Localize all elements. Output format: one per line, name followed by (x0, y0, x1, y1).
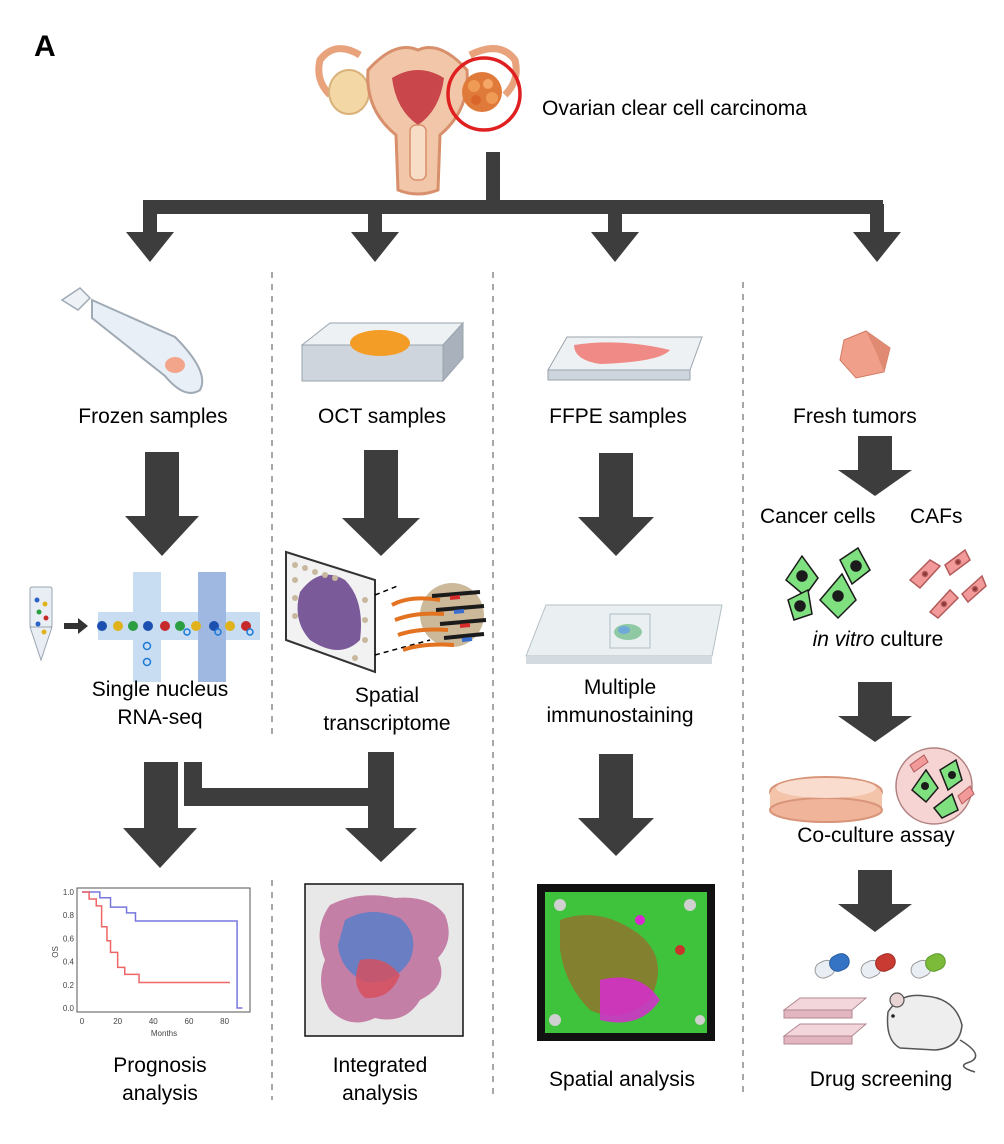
fresh-arrows (838, 436, 912, 932)
frozen-samples-label: Frozen samples (78, 405, 228, 428)
immunostaining-label-1: Multiple (583, 676, 657, 699)
immunostain-slide-icon (525, 604, 723, 664)
km-x-tick: 60 (185, 1017, 194, 1026)
km-y-tick: 0.8 (63, 911, 75, 920)
source-label: Ovarian clear cell carcinoma (542, 97, 807, 120)
prognosis-label-2: analysis (122, 1082, 198, 1105)
prognosis-label-1: Prognosis (113, 1054, 207, 1077)
fresh-tumor-icon (839, 330, 891, 379)
fresh-tumors-label: Fresh tumors (793, 405, 917, 428)
km-y-tick: 1.0 (63, 888, 75, 897)
in-vitro-italic: in vitro (812, 628, 875, 651)
snrna-label-1: Single nucleus (91, 678, 229, 701)
spatial-analysis-map (537, 884, 715, 1041)
km-y-tick: 0.6 (63, 934, 75, 943)
snrna-label-2: RNA-seq (117, 706, 203, 729)
culture-text: culture (874, 628, 944, 651)
ffpe-slide-icon (547, 336, 703, 381)
integrated-label-1: Integrated (332, 1054, 428, 1077)
spatial-slide-icon (285, 550, 487, 674)
oct-block-icon (300, 321, 465, 383)
ffpe-samples-label: FFPE samples (549, 405, 687, 428)
km-y-tick: 0.4 (63, 958, 75, 967)
petri-dish-icon (769, 776, 883, 823)
km-y-tick: 0.0 (63, 1004, 75, 1013)
km-y-axis-label: OS (51, 946, 60, 958)
mouse-icon (886, 992, 977, 1073)
km-x-tick: 40 (149, 1017, 158, 1026)
cafs-label: CAFs (910, 505, 963, 528)
ffpe-arrows (578, 453, 654, 856)
km-x-tick: 0 (80, 1017, 85, 1026)
frozen-arrows (123, 452, 417, 868)
spatial-transcriptome-label-2: transcriptome (323, 712, 451, 735)
drug-screening-label: Drug screening (809, 1068, 953, 1091)
km-survival-plot: 0.0 0.2 0.4 0.6 0.8 1.0 0 20 40 60 80 OS Months (51, 887, 251, 1038)
panel-label: A (34, 30, 56, 63)
coculture-icon (895, 747, 975, 825)
coculture-label: Co-culture assay (797, 824, 955, 847)
uterus-illustration (315, 45, 520, 196)
snrna-seq-icon (29, 572, 260, 682)
drug-capsules-icon (814, 953, 946, 979)
spatial-analysis-label: Spatial analysis (549, 1068, 695, 1091)
oct-samples-label: OCT samples (318, 405, 446, 428)
km-x-tick: 80 (220, 1017, 229, 1026)
integrated-label-2: analysis (342, 1082, 418, 1105)
km-y-tick: 0.2 (63, 981, 75, 990)
oct-arrow (342, 450, 420, 556)
frozen-tube-icon (60, 287, 204, 394)
km-survival-curve-1 (82, 891, 243, 1009)
caf-cells-icon (908, 548, 987, 619)
cancer-cells-icon (785, 546, 871, 621)
left-ovary (328, 69, 370, 115)
branch-connector (126, 152, 901, 262)
tumor-ovary-icon (446, 56, 522, 132)
highlight-circle (446, 56, 522, 132)
column-dividers (271, 272, 744, 1100)
km-x-tick: 20 (113, 1017, 122, 1026)
integrated-map (304, 883, 464, 1037)
well-plates-icon (782, 997, 868, 1045)
immunostaining-label-2: immunostaining (546, 704, 694, 727)
km-x-axis-label: Months (151, 1029, 177, 1038)
km-survival-curve-2 (82, 891, 230, 984)
cancer-cells-label: Cancer cells (760, 505, 876, 528)
spatial-transcriptome-label-1: Spatial (354, 684, 420, 707)
in-vitro-culture-label: in vitro culture (790, 626, 966, 654)
